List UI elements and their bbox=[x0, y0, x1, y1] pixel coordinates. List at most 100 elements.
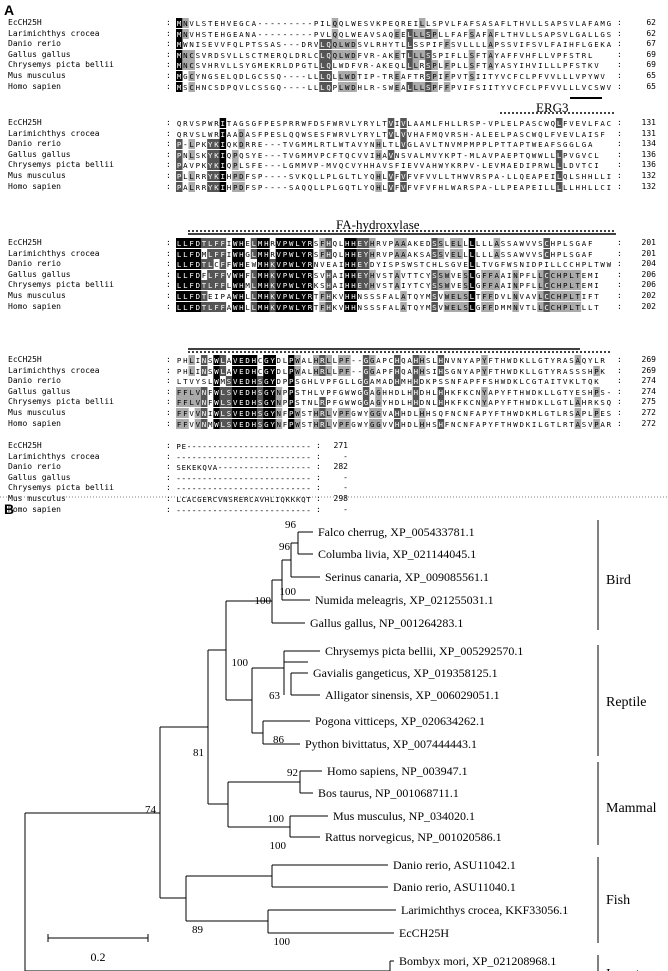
svg-text:G: G bbox=[364, 356, 368, 365]
svg-text:G: G bbox=[544, 409, 548, 418]
svg-text:S: S bbox=[538, 30, 542, 39]
svg-text:-: - bbox=[283, 183, 288, 192]
svg-text:F: F bbox=[495, 30, 500, 39]
svg-text:G: G bbox=[451, 367, 455, 376]
svg-text:F: F bbox=[457, 388, 462, 397]
species-name: Danio rerio bbox=[8, 462, 61, 472]
svg-text:-: - bbox=[264, 19, 269, 28]
svg-text:G: G bbox=[582, 140, 586, 149]
svg-text:T: T bbox=[544, 367, 549, 376]
svg-text:-: - bbox=[285, 474, 290, 483]
svg-text:A: A bbox=[227, 367, 232, 376]
svg-text:L: L bbox=[594, 30, 599, 39]
svg-text:Q: Q bbox=[339, 30, 344, 39]
svg-text:L: L bbox=[308, 356, 313, 365]
svg-text:-: - bbox=[183, 140, 188, 149]
svg-text:-: - bbox=[223, 484, 228, 493]
svg-text:P: P bbox=[289, 420, 294, 429]
svg-text:R: R bbox=[463, 119, 468, 128]
svg-text:A: A bbox=[457, 183, 462, 192]
svg-text:D: D bbox=[245, 367, 249, 376]
svg-text:L: L bbox=[283, 161, 288, 170]
svg-text:L: L bbox=[507, 292, 512, 301]
svg-text:S: S bbox=[438, 250, 442, 259]
svg-text:R: R bbox=[339, 130, 344, 139]
svg-text:H: H bbox=[351, 271, 355, 280]
svg-text:L: L bbox=[308, 72, 313, 81]
species-name: Gallus gallus bbox=[8, 49, 71, 59]
svg-text:S: S bbox=[576, 367, 580, 376]
svg-text:C: C bbox=[189, 83, 193, 92]
svg-text:Y: Y bbox=[364, 140, 369, 149]
svg-text:-: - bbox=[275, 484, 280, 493]
svg-text:L: L bbox=[482, 40, 487, 49]
svg-text:G: G bbox=[264, 420, 268, 429]
svg-text:M: M bbox=[245, 281, 250, 290]
svg-text:L: L bbox=[414, 420, 419, 429]
svg-text:-: - bbox=[306, 453, 311, 462]
bootstrap-value: 63 bbox=[269, 690, 281, 702]
svg-text:R: R bbox=[557, 367, 562, 376]
separator: : bbox=[166, 397, 171, 407]
svg-text:-: - bbox=[249, 506, 254, 515]
svg-text:E: E bbox=[202, 495, 206, 504]
separator: : bbox=[166, 441, 171, 450]
svg-text:A: A bbox=[470, 367, 475, 376]
separator: : bbox=[617, 248, 622, 258]
svg-text:A: A bbox=[476, 130, 481, 139]
svg-text:K: K bbox=[270, 303, 275, 312]
svg-text:Y: Y bbox=[382, 398, 387, 407]
svg-text:F: F bbox=[488, 356, 493, 365]
svg-text:Y: Y bbox=[270, 398, 275, 407]
svg-text:H: H bbox=[414, 356, 418, 365]
svg-text:V: V bbox=[189, 30, 194, 39]
svg-text:R: R bbox=[244, 495, 249, 504]
svg-text:V: V bbox=[189, 130, 194, 139]
svg-text:R: R bbox=[295, 119, 300, 128]
svg-text:S: S bbox=[432, 292, 436, 301]
svg-text:I: I bbox=[227, 250, 231, 259]
svg-text:P: P bbox=[177, 183, 182, 192]
svg-text:L: L bbox=[532, 271, 537, 280]
svg-text:L: L bbox=[220, 367, 225, 376]
species-name: Danio rerio bbox=[8, 39, 61, 49]
svg-text:-: - bbox=[296, 474, 301, 483]
svg-text:K: K bbox=[270, 271, 275, 280]
svg-text:-: - bbox=[301, 442, 306, 451]
separator: : bbox=[617, 291, 622, 300]
svg-text:K: K bbox=[538, 388, 543, 397]
svg-text:-: - bbox=[295, 40, 300, 49]
svg-text:V: V bbox=[358, 151, 363, 160]
svg-text:Q: Q bbox=[333, 19, 338, 28]
svg-text:S: S bbox=[519, 130, 523, 139]
svg-text:I: I bbox=[339, 260, 343, 269]
svg-text:R: R bbox=[252, 140, 257, 149]
svg-text:M: M bbox=[220, 377, 225, 386]
svg-text:D: D bbox=[239, 72, 243, 81]
svg-text:Q: Q bbox=[301, 183, 306, 192]
svg-text:V: V bbox=[233, 420, 238, 429]
separator: : bbox=[617, 386, 622, 396]
svg-text:A: A bbox=[582, 130, 587, 139]
group-label-insect: Insect bbox=[606, 967, 640, 971]
separator: : bbox=[166, 291, 171, 300]
separator: : bbox=[166, 81, 171, 91]
separator: : bbox=[617, 160, 622, 170]
separator: : bbox=[316, 494, 321, 503]
separator: : bbox=[166, 269, 171, 279]
svg-text:Q: Q bbox=[289, 130, 294, 139]
svg-text:G: G bbox=[370, 367, 374, 376]
svg-text:E: E bbox=[214, 19, 218, 28]
svg-text:L: L bbox=[189, 172, 194, 181]
svg-text:H: H bbox=[345, 260, 349, 269]
svg-text:G: G bbox=[563, 140, 567, 149]
svg-text:P: P bbox=[582, 409, 587, 418]
svg-text:C: C bbox=[457, 409, 461, 418]
residue-count: 204 bbox=[641, 259, 656, 269]
svg-text:W: W bbox=[532, 130, 537, 139]
svg-text:S: S bbox=[214, 83, 218, 92]
svg-text:C: C bbox=[245, 19, 249, 28]
svg-text:-: - bbox=[275, 474, 280, 483]
